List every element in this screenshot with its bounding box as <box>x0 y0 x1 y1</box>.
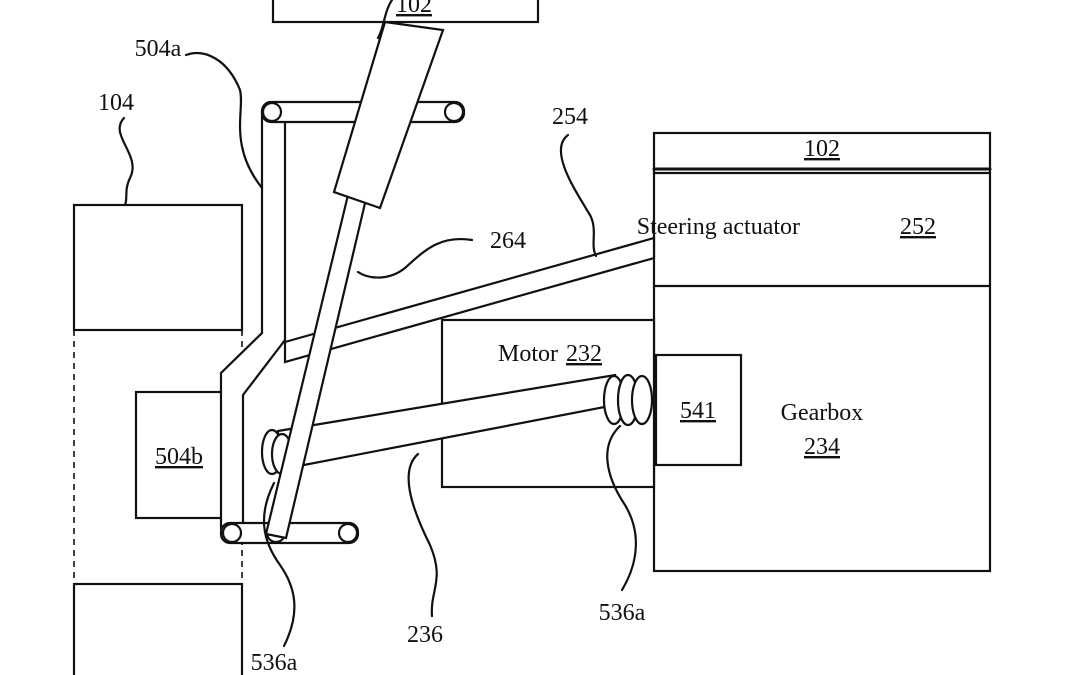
tie-rod-254 <box>283 236 656 364</box>
strut-cylinder <box>332 20 445 210</box>
leader-264 <box>356 237 474 279</box>
lower-arm-pivot-3 <box>337 522 359 544</box>
hub-504b-label: 504b <box>155 444 203 470</box>
cv-joint-outboard <box>602 373 654 427</box>
leader-236 <box>407 452 438 618</box>
coupling-541: 541 <box>654 353 743 467</box>
label-264: 264 <box>490 228 526 254</box>
leader-104 <box>118 116 134 207</box>
label-536a-left: 536a <box>251 650 298 675</box>
wheel-upper-block <box>72 203 244 332</box>
gearbox-text: Gearbox <box>781 400 864 426</box>
steering-actuator-252: Steering actuator 252 <box>637 214 992 288</box>
label-254: 254 <box>552 104 588 130</box>
strut-264 <box>264 20 445 540</box>
lower-arm-pivot-1 <box>221 522 243 544</box>
leader-536a-right <box>606 424 637 592</box>
wheel-104 <box>72 203 244 675</box>
leader-254 <box>559 133 598 258</box>
vehicle-body-102: 102 <box>652 131 992 573</box>
steering-actuator-text: Steering actuator <box>637 214 800 240</box>
label-504a: 504a <box>135 36 182 62</box>
motor-number: 232 <box>566 341 602 367</box>
motor-text: Motor <box>498 341 558 367</box>
gearbox-number: 234 <box>804 434 840 460</box>
label-104: 104 <box>98 90 134 116</box>
leader-top-102 <box>376 0 394 40</box>
wheel-lower-block <box>72 582 244 675</box>
label-536a-right: 536a <box>599 600 646 626</box>
body-102-label: 102 <box>804 136 840 162</box>
top-box-102: 102 <box>271 0 540 24</box>
upper-arm-left-pivot <box>261 101 283 123</box>
coupling-541-label: 541 <box>680 398 716 424</box>
steering-actuator-number: 252 <box>900 214 936 240</box>
leader-504a <box>184 52 264 190</box>
upper-arm-right-pivot <box>443 101 465 123</box>
label-236: 236 <box>407 622 443 648</box>
leader-536a-left <box>262 481 296 648</box>
gearbox-234: Gearbox 234 <box>781 400 864 460</box>
hub-504b: 504b <box>134 390 224 520</box>
top-box-102-label: 102 <box>396 0 432 18</box>
